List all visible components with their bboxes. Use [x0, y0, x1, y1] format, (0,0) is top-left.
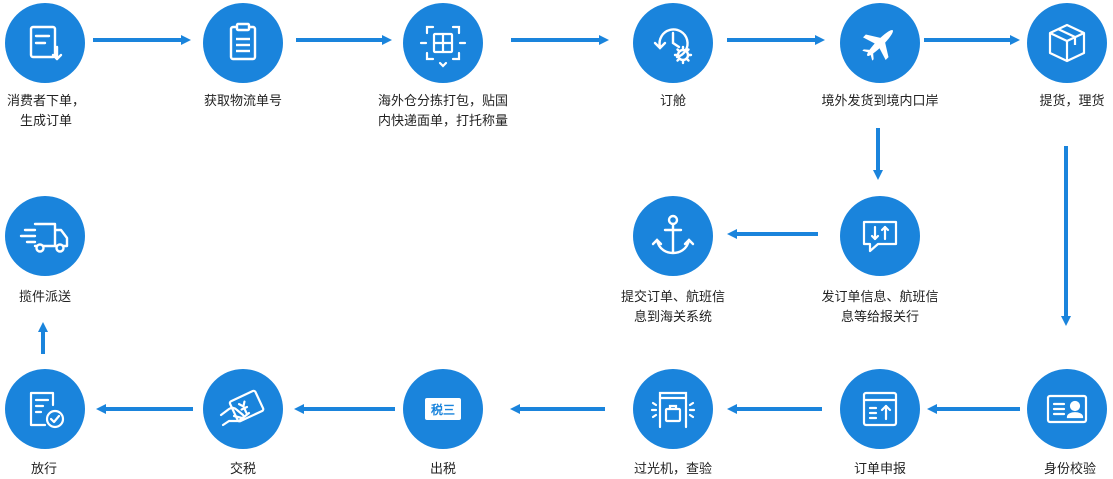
step-label-pickup: 提货，理货	[1039, 94, 1105, 109]
step-label-inspection: 过光机，查验	[633, 462, 712, 477]
step-label-tracking-number: 获取物流单号	[203, 94, 282, 109]
package-scan-icon	[419, 25, 467, 68]
clock-gear-icon	[653, 28, 693, 65]
step-label-tax-calculation: 出税	[429, 462, 456, 477]
step-node-customs-submit	[633, 196, 713, 276]
anchor-icon	[651, 214, 695, 255]
step-label-send-to-broker: 发订单信息、航班信 息等给报关行	[821, 290, 939, 325]
release-check-icon	[29, 391, 65, 429]
step-node-booking	[633, 3, 713, 83]
exchange-message-icon	[862, 220, 898, 253]
step-node-declaration	[840, 369, 920, 449]
step-label-tax-payment: 交税	[229, 462, 256, 477]
step-label-customs-submit: 提交订单、航班信 息到海关系统	[620, 290, 725, 325]
step-label-packing: 海外仓分拣打包，贴国 内快递面单，打托称量	[377, 94, 508, 129]
declaration-icon	[862, 391, 898, 427]
tax-badge-text: 税三	[431, 402, 455, 417]
id-card-icon	[1046, 394, 1088, 424]
step-node-tax-calculation: 税三	[403, 369, 483, 449]
step-node-release	[5, 369, 85, 449]
clipboard-icon	[229, 22, 257, 61]
card-payment-icon	[219, 389, 265, 427]
step-label-release: 放行	[30, 462, 57, 477]
box-icon	[1048, 23, 1086, 63]
step-node-send-to-broker	[840, 196, 920, 276]
step-node-place-order	[5, 3, 85, 83]
step-node-packing	[403, 3, 483, 83]
xray-scanner-icon	[650, 391, 696, 429]
step-label-booking: 订舱	[659, 94, 686, 109]
step-label-delivery: 揽件派送	[18, 290, 71, 305]
step-label-overseas-shipping: 境外发货到境内口岸	[821, 94, 939, 109]
step-node-identity-check	[1027, 369, 1107, 449]
step-label-identity-check: 身份校验	[1043, 462, 1096, 477]
step-label-place-order: 消费者下单， 生成订单	[6, 94, 85, 129]
tax-badge-icon: 税三	[425, 398, 461, 420]
step-node-tracking-number	[203, 3, 283, 83]
step-label-declaration: 订单申报	[853, 462, 906, 477]
step-node-overseas-shipping	[840, 3, 920, 83]
delivery-truck-icon	[19, 222, 69, 253]
step-node-inspection	[633, 369, 713, 449]
step-node-pickup	[1027, 3, 1107, 83]
step-node-delivery	[5, 196, 85, 276]
order-form-icon	[29, 25, 63, 61]
step-node-tax-payment	[203, 369, 283, 449]
airplane-icon	[862, 30, 893, 61]
